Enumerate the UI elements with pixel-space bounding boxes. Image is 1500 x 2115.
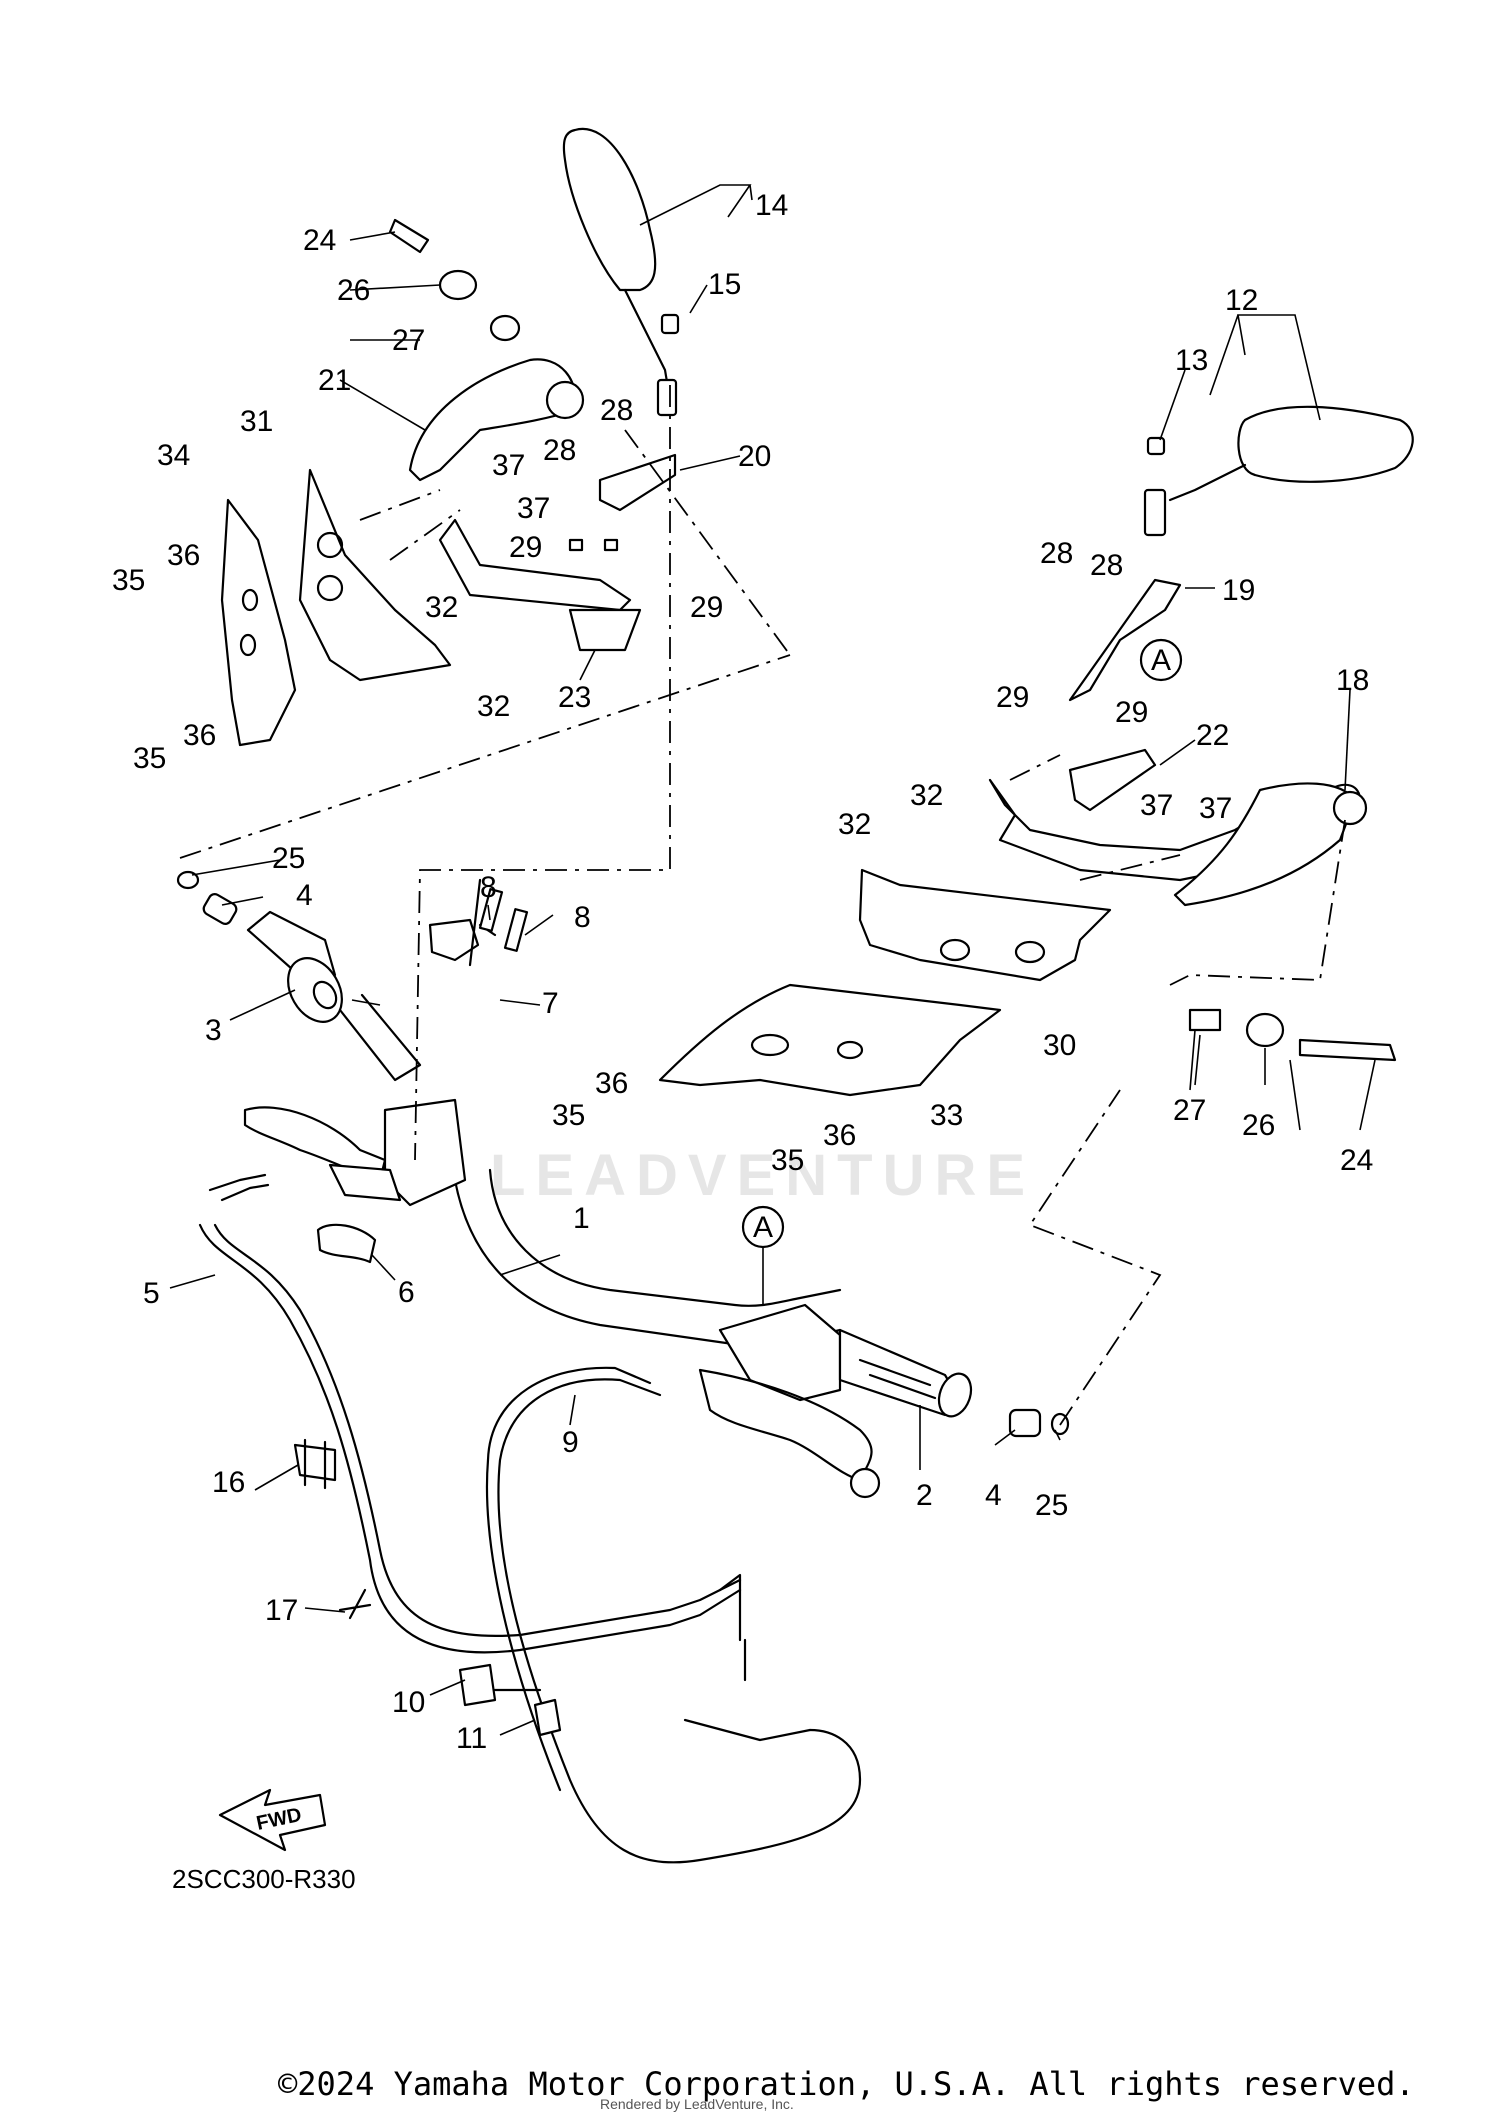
- right-handguard-shield: [658, 983, 1002, 1097]
- callout-label: 25: [1035, 1489, 1068, 1522]
- brake-lever-assembly: [698, 1303, 881, 1499]
- reference-mark-a-handlebar: A: [741, 1205, 785, 1305]
- rendered-by-notice: Rendered by LeadVenture, Inc.: [600, 2096, 794, 2112]
- callout-label: 32: [910, 779, 943, 812]
- callout-label: 17: [265, 1594, 298, 1627]
- right-handguard-bracket: [988, 778, 1368, 907]
- callout-label: 32: [838, 808, 871, 841]
- callout-label: 22: [1196, 719, 1229, 752]
- callout-label: 27: [392, 324, 425, 357]
- callout-label: 36: [183, 719, 216, 752]
- callout-label: 18: [1336, 664, 1369, 697]
- callout-label: 20: [738, 440, 771, 473]
- callout-label: 29: [996, 681, 1029, 714]
- diagram-code: 2SCC300-R330: [172, 1864, 356, 1894]
- callout-label: 29: [509, 531, 542, 564]
- callout-label: 35: [552, 1099, 585, 1132]
- callout-label: 16: [212, 1466, 245, 1499]
- callout-label: 2: [916, 1479, 933, 1512]
- right-bolt-collar-set: [1188, 1008, 1397, 1062]
- callout-label: 33: [930, 1099, 963, 1132]
- callout-label: 26: [337, 274, 370, 307]
- callout-label: 32: [477, 690, 510, 723]
- callout-label: 11: [456, 1722, 487, 1755]
- callout-label: 34: [157, 439, 190, 472]
- left-mirror-bracket: [568, 453, 677, 652]
- callout-label: 35: [771, 1144, 804, 1177]
- callout-label: 14: [755, 189, 788, 222]
- callout-label: 10: [392, 1686, 425, 1719]
- left-bolt-collar-set: [388, 218, 521, 342]
- bar-end-weight-right: [1008, 1408, 1070, 1438]
- callout-label: A: [753, 1211, 773, 1244]
- assembly-lines: [179, 385, 1346, 1426]
- right-mirror-bracket: [1068, 578, 1182, 812]
- callout-label: 1: [573, 1202, 590, 1235]
- callout-label: 37: [492, 449, 525, 482]
- callout-label: 24: [1340, 1144, 1373, 1177]
- left-handguard-cover: [298, 468, 452, 682]
- callout-label: 7: [542, 987, 559, 1020]
- callout-label: A: [1151, 644, 1171, 677]
- callout-label: 6: [398, 1276, 415, 1309]
- leader-lines: [169, 184, 1376, 1736]
- left-mirror: [562, 127, 680, 417]
- callout-label: 30: [1043, 1029, 1076, 1062]
- left-handguard-shield: [220, 498, 297, 747]
- callout-label: 26: [1242, 1109, 1275, 1142]
- callout-label: 19: [1222, 574, 1255, 607]
- callout-label: 4: [296, 879, 313, 912]
- callout-label: 12: [1225, 284, 1258, 317]
- callout-label: 28: [543, 434, 576, 467]
- callout-label: 8: [574, 901, 591, 934]
- callout-label: 36: [823, 1119, 856, 1152]
- callout-label: 36: [595, 1067, 628, 1100]
- callout-label: 8: [480, 871, 497, 904]
- callout-label: 37: [1140, 789, 1173, 822]
- callout-label: 37: [517, 492, 550, 525]
- callout-label: 24: [303, 224, 336, 257]
- callout-label: 28: [1040, 537, 1073, 570]
- clutch-lever-assembly: [243, 878, 529, 1264]
- watermark-text: LEADVENTURE: [490, 1143, 1035, 1208]
- cable-clip: [338, 1588, 372, 1620]
- callout-label: 5: [143, 1277, 160, 1310]
- right-handguard-cover: [858, 868, 1112, 982]
- cable-clamp: [293, 1438, 337, 1490]
- left-grip: [246, 910, 422, 1082]
- callout-label: 28: [1090, 549, 1123, 582]
- fwd-arrow-icon: FWD: [218, 1788, 327, 1852]
- callout-label: 23: [558, 681, 591, 714]
- callout-label: 36: [167, 539, 200, 572]
- callout-label: 4: [985, 1479, 1002, 1512]
- callout-label: 29: [1115, 696, 1148, 729]
- callout-label: 32: [425, 591, 458, 624]
- callout-label: 35: [133, 742, 166, 775]
- cable-holder: [458, 1663, 562, 1737]
- bar-end-weight-left: [176, 870, 238, 925]
- callout-label: 27: [1173, 1094, 1206, 1127]
- callout-label: 13: [1175, 344, 1208, 377]
- reference-mark-a-bracket: A: [1139, 638, 1183, 682]
- callout-label: 3: [205, 1014, 222, 1047]
- callout-label: 25: [272, 842, 305, 875]
- callout-label: 37: [1199, 792, 1232, 825]
- callout-labels: 1 2 3 4 4 5 6 7 8 8 9 10 11 12 13 14 15 …: [112, 189, 1373, 1755]
- throttle-cable: [485, 1366, 862, 1864]
- clutch-cable: [198, 1173, 742, 1654]
- callout-label: 29: [690, 591, 723, 624]
- copyright-notice: ©2024 Yamaha Motor Corporation, U.S.A. A…: [278, 2065, 1415, 2103]
- callout-label: 28: [600, 394, 633, 427]
- callout-label: 21: [318, 364, 351, 397]
- callout-label: 35: [112, 564, 145, 597]
- callout-label: 9: [562, 1426, 579, 1459]
- callout-label: 31: [240, 405, 273, 438]
- right-grip: [838, 1328, 973, 1418]
- right-mirror: [1143, 405, 1414, 537]
- left-handguard-bracket: [408, 358, 632, 612]
- callout-label: 15: [708, 268, 741, 301]
